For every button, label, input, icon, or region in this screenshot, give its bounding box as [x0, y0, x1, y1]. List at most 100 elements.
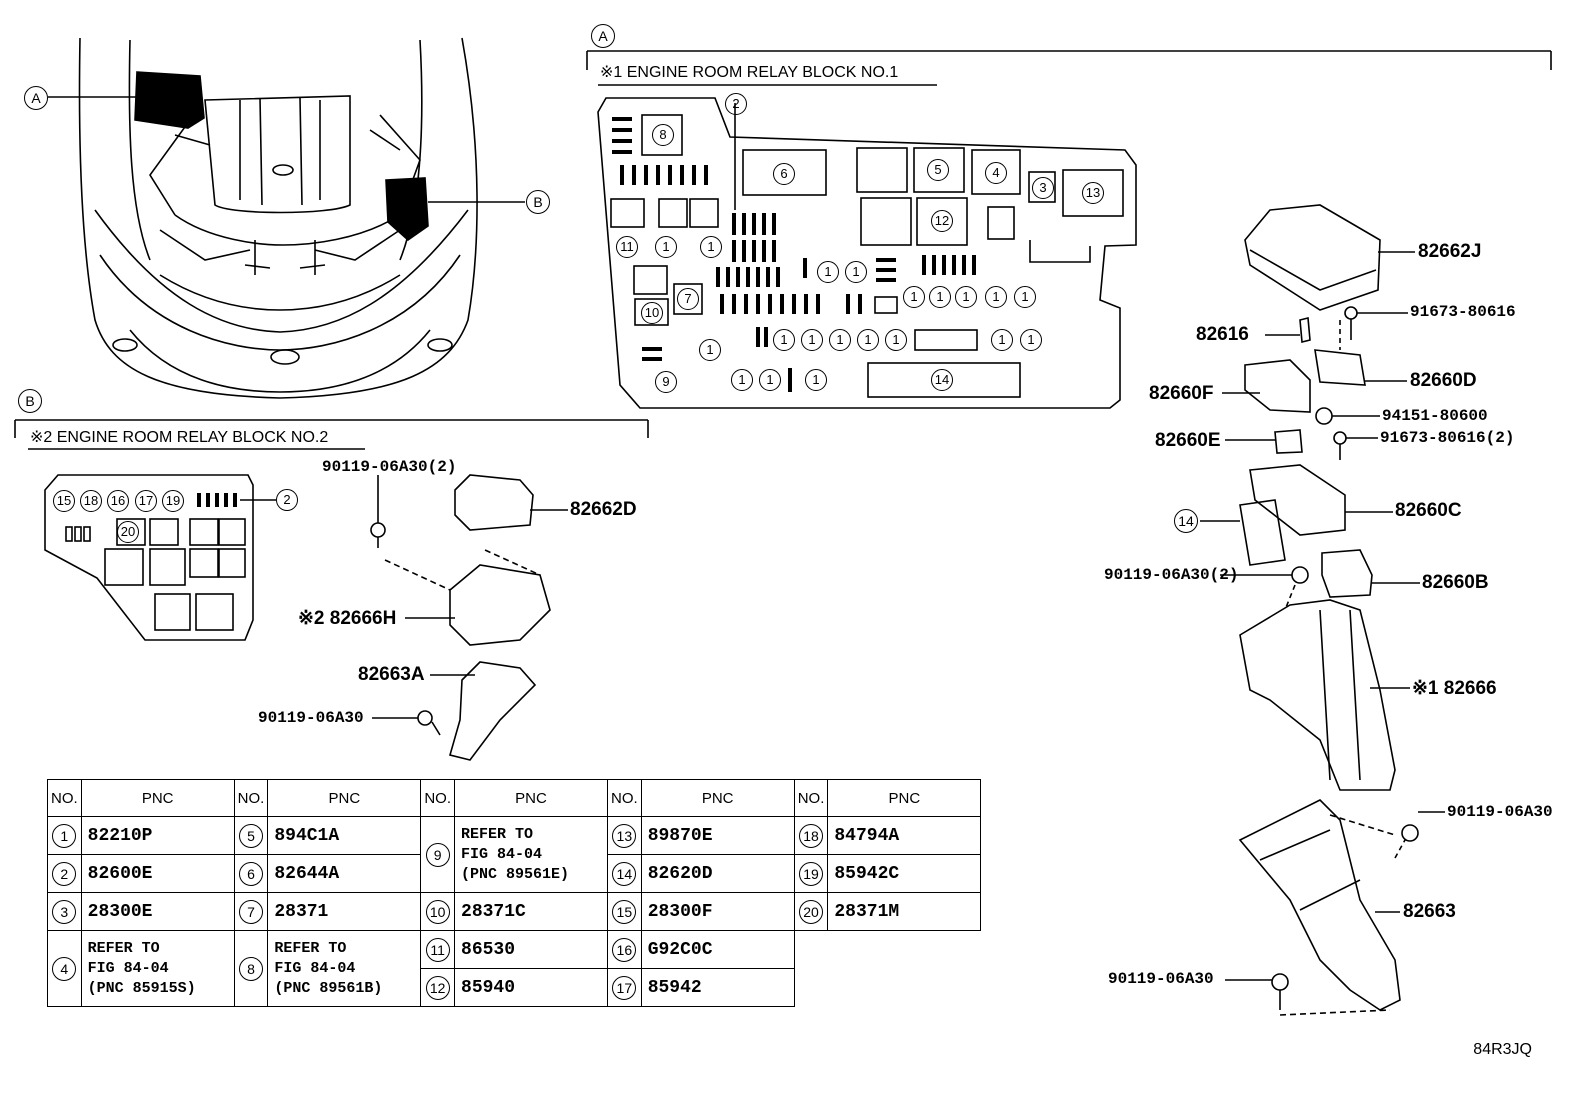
- block1-num: 14: [931, 369, 953, 391]
- part-label: 82663: [1403, 901, 1456, 922]
- row-no: 12: [425, 975, 450, 1000]
- part-label: ※1 82666: [1412, 678, 1497, 699]
- block1-num: 2: [725, 93, 747, 115]
- col-header-no: NO.: [793, 779, 829, 817]
- part-label: 82660F: [1149, 383, 1214, 404]
- block1-num: 6: [773, 163, 795, 185]
- callout-a: A: [24, 86, 48, 110]
- refer-line: FIG 84-04: [461, 845, 543, 863]
- table-row: 12 85940 17 85942: [48, 968, 981, 1007]
- block1-num: 4: [985, 162, 1007, 184]
- section-b-marker: B: [18, 389, 42, 413]
- col-header-no: NO.: [233, 779, 269, 817]
- row-pnc: 84794A: [827, 816, 982, 855]
- col-header-pnc: PNC: [454, 779, 609, 817]
- block1-num: 1: [801, 329, 823, 351]
- row-pnc: 85942: [640, 968, 795, 1007]
- row-pnc-refer: REFER TO FIG 84-04 (PNC 89561E): [454, 816, 609, 893]
- part-label: 90119-06A30: [258, 709, 364, 727]
- row-no: 13: [612, 823, 637, 848]
- refer-line: REFER TO: [461, 825, 534, 843]
- block1-num: 10: [641, 302, 663, 324]
- row-pnc: 86530: [454, 930, 609, 969]
- part-label: 82662J: [1418, 241, 1482, 262]
- row-no: 7: [239, 899, 263, 924]
- block1-num: 1: [929, 286, 951, 308]
- refer-line: FIG 84-04: [87, 959, 169, 977]
- block1-num: 13: [1082, 182, 1104, 204]
- block1-num: 1: [731, 369, 753, 391]
- row-pnc: 894C1A: [267, 816, 422, 855]
- block1-num: 1: [699, 339, 721, 361]
- row-no: 20: [799, 899, 824, 924]
- refer-line: (PNC 89561B): [274, 979, 383, 997]
- part-label: 91673-80616: [1410, 303, 1516, 321]
- part-label: 94151-80600: [1382, 407, 1488, 425]
- parts-exploded-right: [1200, 204, 1445, 1016]
- parts-exploded-left: [370, 474, 568, 761]
- block2-num: 17: [135, 490, 157, 512]
- callout-14: 14: [1174, 509, 1198, 533]
- refer-line: FIG 84-04: [274, 959, 356, 977]
- block1-num: 1: [759, 369, 781, 391]
- row-pnc: 82620D: [640, 854, 795, 893]
- block2-num: 2: [276, 489, 298, 511]
- table-row: 3 28300E 7 28371 10 28371C 15 28300F 20 …: [47, 892, 982, 931]
- section-a-frame: [586, 50, 1552, 86]
- table-row: 2 82600E 6 82644A 14 82620D 19 85942C: [47, 854, 982, 893]
- block1-num: 1: [655, 236, 677, 258]
- row-no: 11: [425, 937, 450, 962]
- block2-num: 19: [162, 490, 184, 512]
- car-front-sketch: [48, 37, 525, 399]
- pnc-table: NO. PNC NO. PNC NO. PNC NO. PNC NO. PNC …: [47, 779, 982, 1007]
- part-label: 82616: [1196, 324, 1249, 345]
- section-b-frame: [14, 419, 649, 450]
- block1-num: 1: [885, 329, 907, 351]
- figure-id: 84R3JQ: [1473, 1041, 1532, 1058]
- block2-num: 15: [53, 490, 75, 512]
- block1-num: 1: [857, 329, 879, 351]
- row-no: 2: [52, 861, 77, 886]
- block1-num: 1: [903, 286, 925, 308]
- block1-num: 1: [829, 329, 851, 351]
- row-no: 1: [52, 823, 77, 848]
- block1-num: 11: [616, 236, 638, 258]
- row-no: 8: [239, 956, 263, 981]
- part-label: 91673-80616(2): [1380, 429, 1515, 447]
- relay-block-2: [44, 474, 276, 641]
- row-no: 18: [799, 823, 824, 848]
- row-no: 16: [612, 937, 637, 962]
- row-no: 10: [425, 899, 450, 924]
- row-pnc: 82644A: [267, 854, 422, 893]
- part-label: ※2 82666H: [298, 608, 397, 629]
- part-label: 90119-06A30: [1108, 970, 1214, 988]
- block1-num: 1: [955, 286, 977, 308]
- block1-num: 1: [817, 261, 839, 283]
- block1-num: 3: [1032, 177, 1054, 199]
- block1-num: 12: [931, 210, 953, 232]
- row-pnc: 82210P: [80, 816, 235, 855]
- block1-num: 1: [700, 236, 722, 258]
- block1-num: 1: [1014, 286, 1036, 308]
- row-pnc: 82600E: [80, 854, 235, 893]
- row-pnc: 28371: [267, 892, 422, 931]
- block1-num: 1: [773, 329, 795, 351]
- row-pnc: 85940: [454, 968, 609, 1007]
- part-label: 82662D: [570, 499, 637, 520]
- refer-line: (PNC 89561E): [461, 865, 570, 883]
- block1-num: 7: [677, 288, 699, 310]
- block1-num: 1: [991, 329, 1013, 351]
- row-pnc: 28300E: [80, 892, 235, 931]
- col-header-pnc: PNC: [267, 779, 422, 817]
- part-label: 90119-06A30(2): [322, 458, 457, 476]
- col-header-pnc: PNC: [640, 779, 795, 817]
- row-no: 9: [425, 842, 450, 867]
- col-header-pnc: PNC: [80, 779, 235, 817]
- row-no: 19: [799, 861, 824, 886]
- part-label: 82660C: [1395, 500, 1462, 521]
- block1-num: 1: [985, 286, 1007, 308]
- part-label: 82663A: [358, 664, 425, 685]
